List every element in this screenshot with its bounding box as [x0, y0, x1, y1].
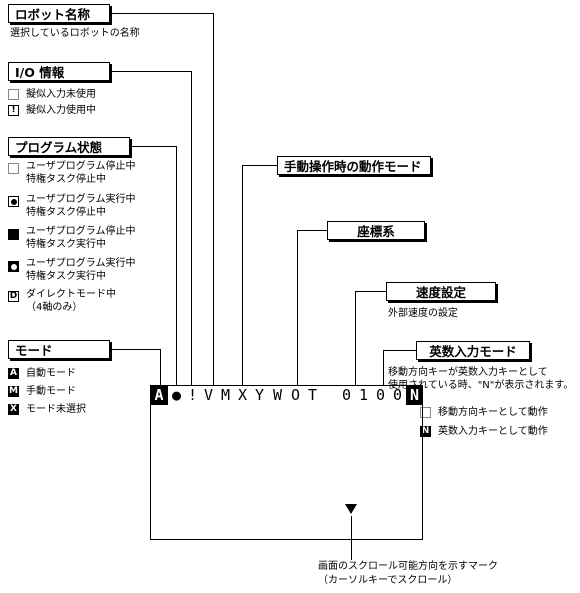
- leader-line: [242, 165, 277, 166]
- screen-coord-char: W: [272, 386, 283, 404]
- mode-item-label: モード未選択: [26, 404, 86, 415]
- scroll-desc: 画面のスクロール可能方向を示すマーク: [318, 561, 498, 572]
- io-unused-label: 擬似入力未使用: [26, 89, 96, 100]
- io-unused-icon: [8, 89, 19, 100]
- program-item-line2: （4軸のみ）: [26, 302, 83, 313]
- program-header: プログラム状態: [8, 137, 130, 156]
- screen-speed-char: 0: [341, 386, 352, 404]
- leader-line: [242, 165, 243, 385]
- program-item-line2: 特権タスク停止中: [26, 207, 106, 218]
- speed-desc: 外部速度の設定: [388, 308, 458, 319]
- program-item-line1: ユーザプログラム実行中: [26, 258, 136, 269]
- screen-status-row: A ● ! V M X Y W O T 0 1 0 0 N: [150, 385, 423, 405]
- screen-coord-char: T: [307, 386, 318, 404]
- leader-line: [112, 71, 192, 72]
- screen-manual-mode-char: M: [220, 386, 231, 404]
- screen-robot-name-char: V: [203, 386, 214, 404]
- screen-coord-char: O: [290, 386, 301, 404]
- speed-header: 速度設定: [386, 282, 496, 301]
- screen-io-char: !: [187, 386, 198, 404]
- move-key-icon: [420, 407, 431, 418]
- screen-alnum-char: N: [406, 385, 423, 405]
- alnum-desc: 移動方向キーが英数入力キーとして: [388, 367, 548, 378]
- leader-line: [112, 13, 214, 14]
- leader-line: [351, 516, 352, 560]
- scroll-down-icon: [345, 504, 357, 514]
- mode-item-label: 手動モード: [26, 386, 76, 397]
- program-user-running-icon: [8, 196, 19, 207]
- io-used-label: 擬似入力使用中: [26, 105, 96, 116]
- alnum-item-label: 英数入力キーとして動作: [438, 426, 548, 437]
- screen-manual-mode-char: X: [237, 386, 248, 404]
- leader-line: [383, 350, 384, 385]
- auto-mode-icon: A: [8, 368, 19, 379]
- leader-line: [297, 230, 327, 231]
- alnum-header: 英数入力モード: [416, 341, 530, 360]
- screen-speed-char: 0: [392, 386, 403, 404]
- program-stopped-icon: [8, 163, 19, 174]
- screen-speed-char: 0: [375, 386, 386, 404]
- robot-name-header: ロボット名称: [8, 4, 110, 23]
- program-item-line1: ユーザプログラム停止中: [26, 226, 136, 237]
- leader-line: [383, 350, 416, 351]
- io-used-icon: !: [8, 105, 19, 116]
- coord-header: 座標系: [327, 221, 425, 240]
- leader-line: [132, 146, 177, 147]
- leader-line: [160, 349, 161, 385]
- alnum-desc: 使用されている時、"N"が表示されます。: [388, 380, 574, 391]
- leader-line: [297, 230, 298, 385]
- program-item-line1: ユーザプログラム停止中: [26, 161, 136, 172]
- leader-line: [213, 13, 214, 385]
- leader-line: [355, 291, 356, 385]
- alnum-key-icon: N: [420, 426, 431, 437]
- manual-op-header: 手動操作時の動作モード: [277, 156, 431, 175]
- program-both-running-icon: [8, 261, 19, 272]
- program-priv-running-icon: [8, 229, 19, 240]
- mode-item-label: 自動モード: [26, 368, 76, 379]
- leader-line: [176, 146, 177, 385]
- screen-blank-char: [321, 385, 338, 405]
- program-item-line2: 特権タスク実行中: [26, 239, 106, 250]
- screen-speed-char: 1: [358, 386, 369, 404]
- screen-mode-char: A: [150, 385, 168, 405]
- teach-pendant-screen: [150, 385, 423, 540]
- program-item-line1: ユーザプログラム実行中: [26, 194, 136, 205]
- leader-line: [191, 71, 192, 385]
- mode-header: モード: [8, 340, 110, 359]
- screen-manual-mode-char: Y: [254, 386, 265, 404]
- io-header: I/O 情報: [8, 62, 110, 81]
- robot-name-desc: 選択しているロボットの名称: [10, 28, 140, 39]
- leader-line: [112, 349, 161, 350]
- alnum-item-label: 移動方向キーとして動作: [438, 407, 548, 418]
- program-item-line1: ダイレクトモード中: [26, 289, 116, 300]
- manual-mode-icon: M: [8, 386, 19, 397]
- leader-line: [355, 291, 386, 292]
- scroll-desc: （カーソルキーでスクロール）: [318, 575, 458, 586]
- direct-mode-icon: D: [8, 291, 19, 302]
- screen-program-char: ●: [171, 386, 182, 404]
- no-mode-icon: X: [8, 404, 19, 415]
- program-item-line2: 特権タスク停止中: [26, 174, 106, 185]
- program-item-line2: 特権タスク実行中: [26, 271, 106, 282]
